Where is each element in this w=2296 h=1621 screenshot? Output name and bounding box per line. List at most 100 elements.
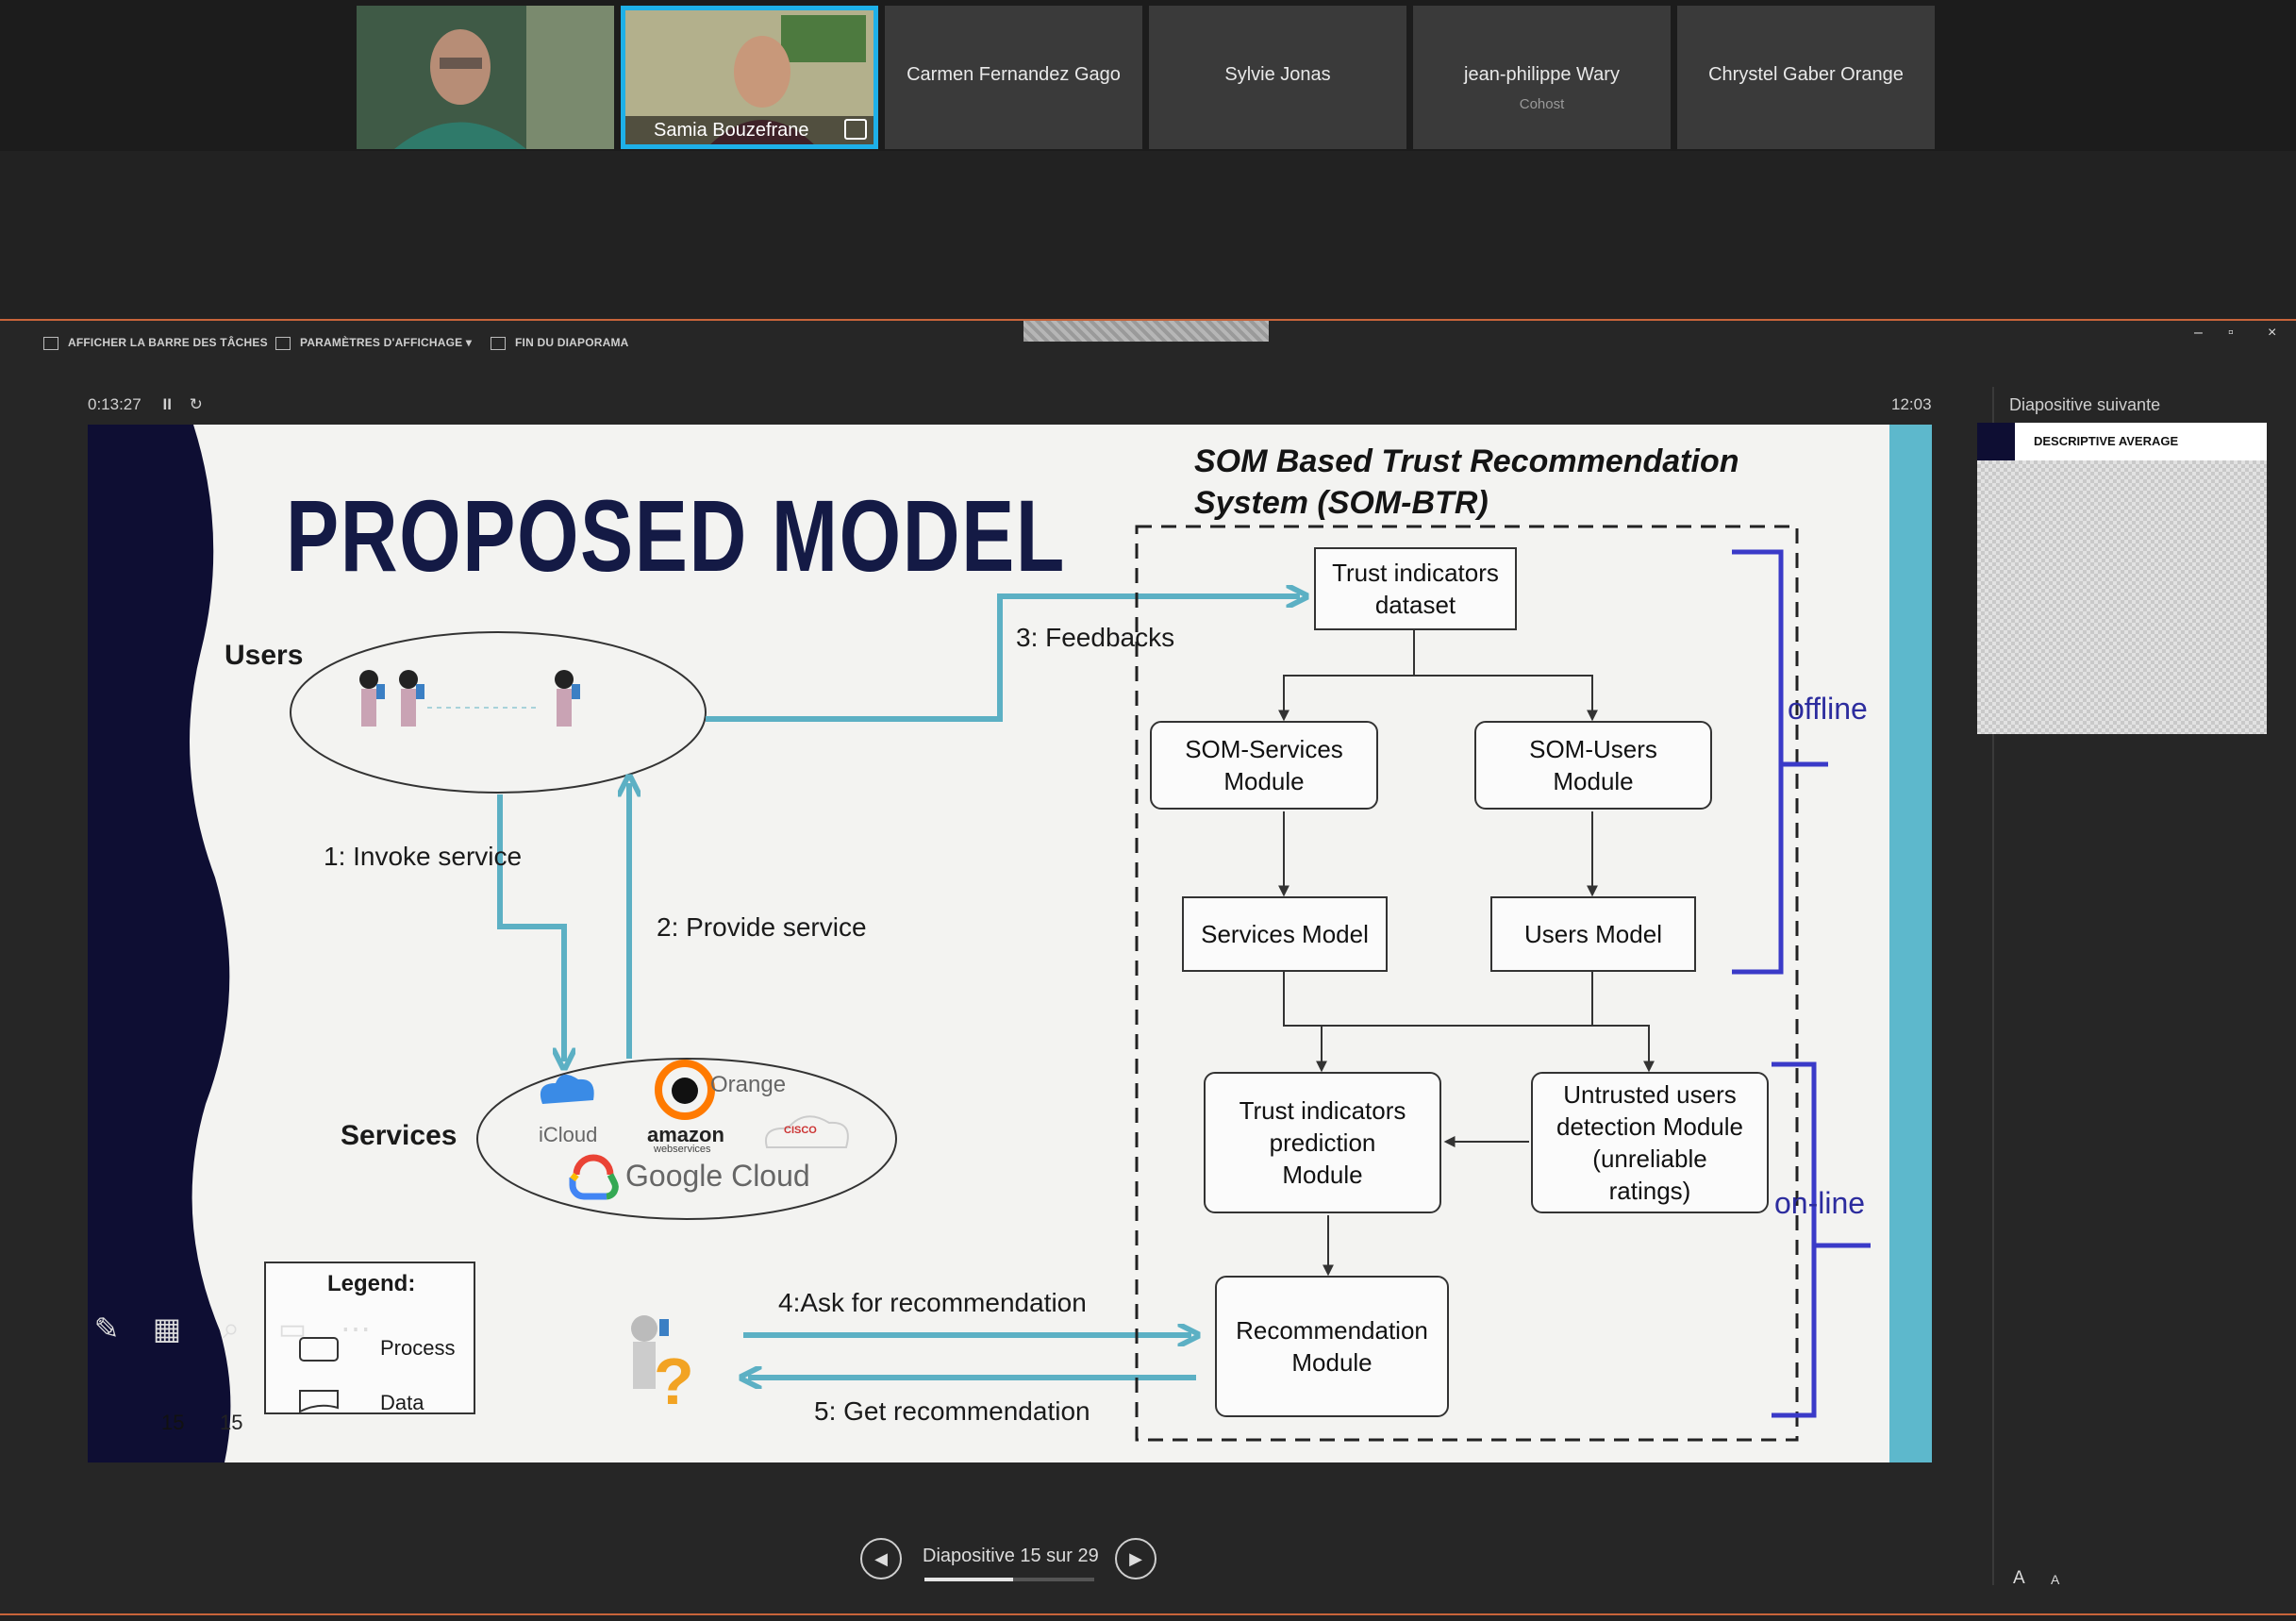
untrusted-users-module-box: Untrusted users detection Module (unreli… bbox=[1531, 1072, 1769, 1213]
google-cloud-logo bbox=[569, 1154, 619, 1200]
amazon-logo-text: amazon bbox=[647, 1123, 724, 1146]
trust-prediction-module-box: Trust indicators prediction Module bbox=[1204, 1072, 1441, 1213]
som-users-module-box: SOM-Users Module bbox=[1474, 721, 1712, 810]
legend-process-label: Process bbox=[380, 1336, 456, 1360]
ask-recommendation-label: 4:Ask for recommendation bbox=[778, 1288, 1087, 1317]
cisco-logo-text: CISCO bbox=[784, 1125, 817, 1136]
participant-name: Samia Bouzefrane bbox=[625, 116, 873, 144]
som-btr-boundary bbox=[1135, 525, 1799, 1442]
end-slideshow-label: FIN DU DIAPORAMA bbox=[515, 336, 629, 349]
users-label: Users bbox=[225, 640, 304, 671]
next-slide-thumbnail[interactable]: DESCRIPTIVE AVERAGE bbox=[1977, 423, 2267, 734]
icloud-logo bbox=[540, 1074, 594, 1104]
som-btr-title-2: System (SOM-BTR) bbox=[1194, 485, 1489, 521]
orange-logo-text: Orange bbox=[710, 1072, 787, 1097]
participant-name: Sylvie Jonas bbox=[1224, 64, 1331, 85]
minimize-button[interactable]: – bbox=[2194, 325, 2203, 341]
show-taskbar-button[interactable]: AFFICHER LA BARRE DES TÂCHES bbox=[43, 336, 268, 350]
participant-name: Chrystel Gaber Orange bbox=[1708, 64, 1904, 85]
participant-video-tile-active[interactable]: Samia Bouzefrane bbox=[621, 6, 878, 149]
som-btr-title-1: SOM Based Trust Recommendation bbox=[1194, 443, 1739, 479]
orange-logo-core bbox=[672, 1078, 698, 1104]
participant-tile[interactable]: Carmen Fernandez Gago bbox=[885, 6, 1142, 149]
trust-dataset-box: Trust indicators dataset bbox=[1314, 547, 1517, 630]
end-slideshow-button[interactable]: FIN DU DIAPORAMA bbox=[491, 336, 629, 350]
next-slide-title: DESCRIPTIVE AVERAGE bbox=[2015, 423, 2267, 460]
icloud-logo-text: iCloud bbox=[539, 1123, 598, 1146]
question-user-figure: ? bbox=[631, 1315, 694, 1418]
restore-button[interactable]: ▫ bbox=[2228, 325, 2234, 341]
recommendation-module-box: Recommendation Module bbox=[1215, 1276, 1449, 1417]
slide-number-2: 15 bbox=[220, 1411, 243, 1434]
svg-text:?: ? bbox=[654, 1345, 694, 1418]
feedbacks-label: 3: Feedbacks bbox=[1016, 623, 1175, 652]
pause-icon[interactable]: II bbox=[162, 395, 172, 413]
slide-progress-fill bbox=[924, 1578, 1013, 1581]
increase-font-button[interactable]: A bbox=[2013, 1568, 2025, 1588]
services-label: Services bbox=[341, 1120, 458, 1151]
zoom-icon[interactable]: ⌕ bbox=[223, 1311, 240, 1345]
feedbacks-arrow bbox=[706, 596, 1300, 722]
black-screen-icon[interactable]: ▭ bbox=[277, 1312, 308, 1345]
legend-data-swatch bbox=[299, 1390, 339, 1413]
participant-video-tile[interactable] bbox=[357, 6, 614, 149]
users-ellipse bbox=[290, 631, 707, 794]
get-recommendation-label: 5: Get recommendation bbox=[814, 1396, 1090, 1426]
previous-slide-button[interactable]: ◀ bbox=[860, 1538, 902, 1579]
next-slide-button[interactable]: ▶ bbox=[1115, 1538, 1156, 1579]
slide-number-1: 15 bbox=[161, 1411, 185, 1434]
elapsed-time: 0:13:27 bbox=[88, 395, 141, 413]
left-wave-band bbox=[88, 425, 231, 1462]
pen-tool-icon[interactable]: ✎ bbox=[93, 1312, 120, 1345]
share-screen-icon bbox=[844, 119, 867, 140]
show-taskbar-label: AFFICHER LA BARRE DES TÂCHES bbox=[68, 336, 268, 349]
offline-bracket bbox=[1732, 549, 1828, 975]
services-model-box: Services Model bbox=[1182, 896, 1388, 972]
right-accent-bar bbox=[1889, 425, 1932, 1462]
google-cloud-logo-text: Google Cloud bbox=[625, 1159, 810, 1193]
legend-data-label: Data bbox=[380, 1391, 424, 1414]
slide-title: PROPOSED MODEL bbox=[286, 478, 1066, 593]
see-all-slides-icon[interactable]: ▦ bbox=[152, 1312, 182, 1345]
participant-video bbox=[357, 6, 614, 149]
display-settings-button[interactable]: PARAMÈTRES D'AFFICHAGE ▾ bbox=[275, 336, 472, 350]
reset-timer-icon[interactable]: ↻ bbox=[189, 395, 203, 413]
participant-name: Carmen Fernandez Gago bbox=[907, 64, 1121, 85]
provide-service-label: 2: Provide service bbox=[657, 912, 867, 942]
next-slide-band bbox=[1977, 423, 2015, 460]
taskbar-icon bbox=[43, 336, 58, 350]
participant-role: Cohost bbox=[1519, 96, 1565, 112]
more-options-icon[interactable]: ⋯ bbox=[341, 1312, 371, 1345]
participant-tile[interactable]: Chrystel Gaber Orange bbox=[1677, 6, 1935, 149]
orange-logo-ring bbox=[655, 1060, 715, 1120]
clock: 12:03 bbox=[1891, 395, 1932, 413]
users-figures bbox=[359, 670, 580, 727]
slide-counter[interactable]: Diapositive 15 sur 29 bbox=[923, 1546, 1099, 1566]
participant-tile[interactable]: jean-philippe Wary Cohost bbox=[1413, 6, 1671, 149]
slide-graphics: ? bbox=[88, 425, 1932, 1462]
amazon-sub-logo-text: webservices bbox=[654, 1144, 711, 1155]
end-slideshow-icon bbox=[491, 336, 506, 350]
users-model-box: Users Model bbox=[1490, 896, 1696, 972]
invoke-arrow bbox=[497, 794, 564, 1061]
presenter-view-window: AFFICHER LA BARRE DES TÂCHES PARAMÈTRES … bbox=[0, 319, 2296, 1615]
legend-box bbox=[264, 1262, 475, 1414]
close-button[interactable]: × bbox=[2268, 325, 2277, 341]
display-settings-icon bbox=[275, 336, 291, 350]
legend-title: Legend: bbox=[327, 1271, 416, 1296]
legend-process-swatch bbox=[299, 1337, 339, 1362]
pane-divider[interactable] bbox=[1992, 387, 1994, 1585]
current-slide: ? PROPOSED MODEL SOM Based Trust Recomme… bbox=[88, 425, 1932, 1462]
next-slide-preview bbox=[1977, 460, 2267, 734]
next-slide-label: Diapositive suivante bbox=[2009, 395, 2161, 414]
som-services-module-box: SOM-Services Module bbox=[1150, 721, 1378, 810]
display-settings-label: PARAMÈTRES D'AFFICHAGE ▾ bbox=[300, 336, 473, 349]
window-drag-handle[interactable] bbox=[1023, 321, 1269, 342]
services-ellipse bbox=[476, 1058, 897, 1220]
participants-strip: Samia Bouzefrane Carmen Fernandez Gago S… bbox=[0, 0, 2296, 151]
decrease-font-button[interactable]: A bbox=[2051, 1572, 2060, 1587]
online-label: on-line bbox=[1774, 1186, 1866, 1220]
offline-label: offline bbox=[1788, 692, 1868, 726]
participant-tile[interactable]: Sylvie Jonas bbox=[1149, 6, 1406, 149]
online-bracket bbox=[1772, 1061, 1871, 1418]
